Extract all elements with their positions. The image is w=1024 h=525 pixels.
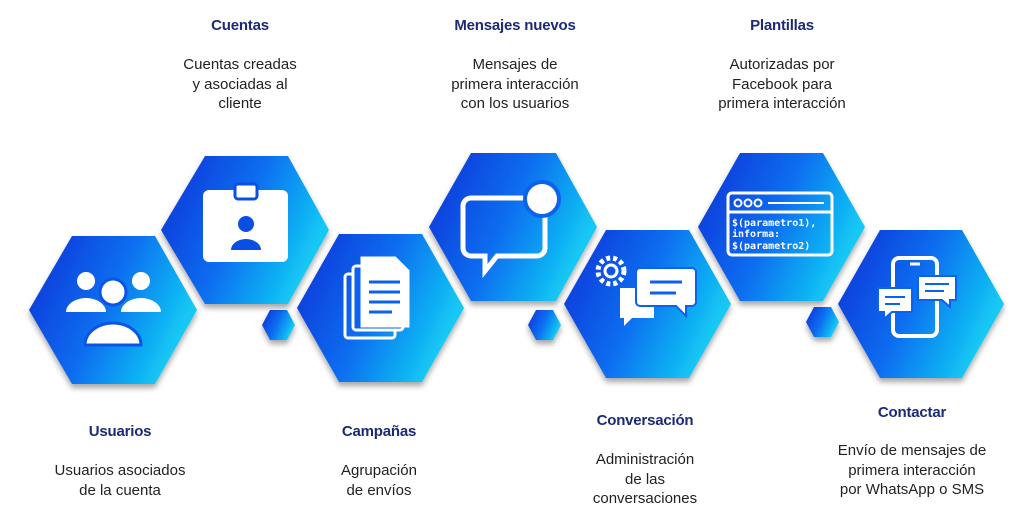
template-window-icon: $(parametro1), informa: $(parametro2) <box>726 191 834 257</box>
hexagon-mensajes-nuevos <box>429 153 597 301</box>
documents-icon <box>343 256 410 340</box>
template-line-3: $(parametro2) <box>732 241 810 252</box>
desc-mensajes-nuevos: Mensajes de primera interacción con los … <box>451 56 579 112</box>
template-line-1: $(parametro1), <box>732 218 816 229</box>
desc-cuentas: Cuentas creadas y asociadas al cliente <box>183 56 297 112</box>
connector-hex-2 <box>528 310 561 340</box>
chat-bubble-notification-icon <box>460 180 561 279</box>
title-contactar: Contactar <box>877 404 947 421</box>
connector-hex-3 <box>806 307 839 337</box>
title-campanas: Campañas <box>341 423 417 440</box>
template-line-2: informa: <box>732 228 780 240</box>
title-usuarios: Usuarios <box>88 423 152 440</box>
chat-gear-icon <box>595 255 697 326</box>
title-plantillas: Plantillas <box>750 17 814 34</box>
title-mensajes-nuevos: Mensajes nuevos <box>454 17 576 34</box>
users-icon <box>66 272 161 347</box>
hexagon-contactar <box>838 230 1004 378</box>
id-badge-icon <box>203 182 288 262</box>
desc-plantillas: Autorizadas por Facebook para primera in… <box>718 56 846 112</box>
desc-conversacion: Administración de las conversaciones <box>592 451 698 507</box>
hexagon-usuarios <box>29 236 197 384</box>
desc-campanas: Agrupación de envíos <box>341 462 417 499</box>
title-cuentas: Cuentas <box>211 17 269 34</box>
connector-hex-1 <box>262 310 295 340</box>
desc-contactar: Envío de mensajes de primera interacción… <box>837 442 987 498</box>
desc-usuarios: Usuarios asociados de la cuenta <box>54 462 186 499</box>
title-conversacion: Conversación <box>596 412 694 429</box>
hexagon-plantillas <box>698 153 865 301</box>
phone-messages-icon <box>877 256 957 338</box>
